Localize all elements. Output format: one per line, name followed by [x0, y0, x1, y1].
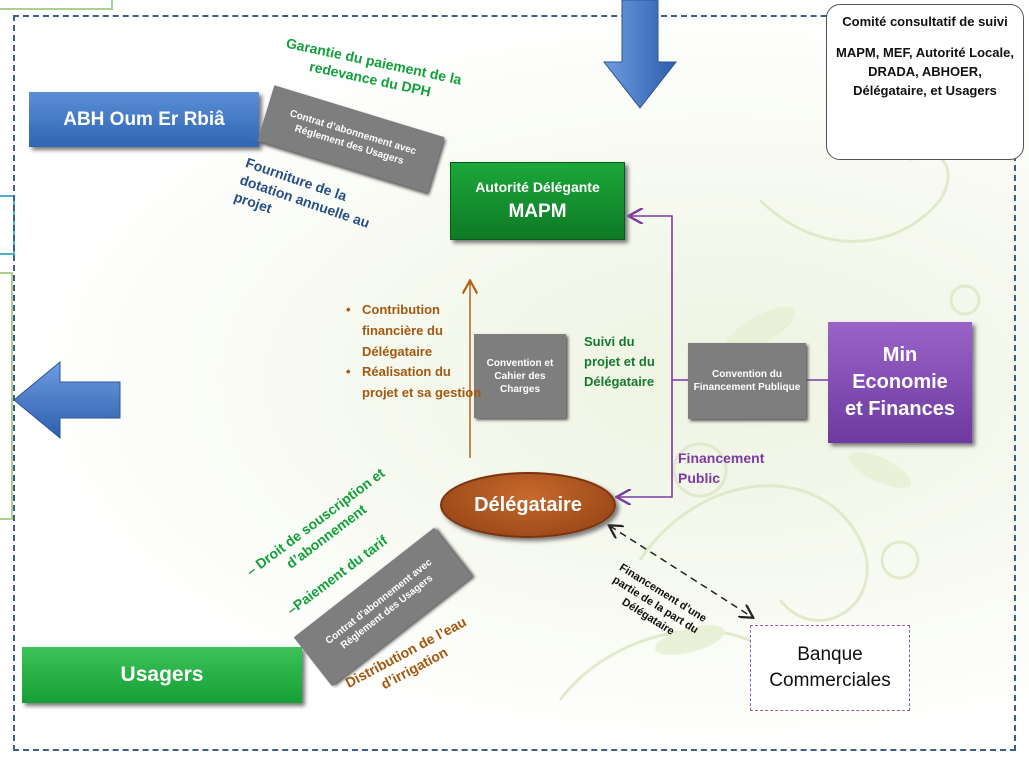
committee-title: Comité consultatif de suivi — [842, 14, 1008, 29]
abh-label: ABH Oum Er Rbiâ — [63, 108, 225, 130]
financement-public-label: Financement Public — [678, 450, 765, 487]
convention-cahier-text: Convention et Cahier des Charges — [486, 357, 554, 395]
banque-node: Banque Commerciales — [750, 625, 910, 711]
down-arrow-icon — [602, 0, 678, 109]
committee-members: MAPM, MEF, Autorité Locale, DRADA, ABHOE… — [836, 44, 1014, 98]
delegataire-label: Délégataire — [474, 493, 582, 516]
edge-frame-left-large — [0, 272, 13, 520]
main-dashed-frame — [13, 15, 1016, 751]
suivi-label: Suivi du projet et du Délégataire — [584, 334, 655, 390]
authority-name: MAPM — [508, 201, 567, 222]
arrow-mineco-to-delegataire — [618, 380, 673, 497]
authority-title: Autorité Délégante — [475, 179, 600, 195]
edge-frame-top-left — [0, 0, 113, 10]
bullet-contribution: • Contribution financière du Délégataire — [346, 302, 443, 359]
min-eco-line1: Min — [882, 344, 918, 366]
left-arrow-icon — [13, 360, 121, 440]
arrow-banque-delegataire — [610, 526, 752, 617]
bullet-realisation: • Réalisation du projet et sa gestion — [346, 364, 482, 401]
min-eco-line2: Economie — [852, 371, 948, 393]
convention-financement-text: Convention du Financement Publique — [693, 369, 801, 393]
authority-node: Autorité Délégante MAPM — [450, 162, 625, 240]
min-economie-node: Min Economie et Finances — [828, 322, 972, 443]
banque-line2: Commerciales — [769, 670, 891, 691]
convention-cahier-document: Convention et Cahier des Charges — [474, 334, 566, 418]
abh-node: ABH Oum Er Rbiâ — [29, 92, 259, 147]
usagers-node: Usagers — [22, 647, 302, 703]
delegataire-node: Délégataire — [440, 472, 616, 538]
convention-financement-document: Convention du Financement Publique — [688, 343, 806, 419]
min-eco-line3: et Finances — [844, 398, 956, 420]
committee-box: Comité consultatif de suivi MAPM, MEF, A… — [826, 4, 1024, 160]
usagers-label: Usagers — [120, 663, 204, 686]
delegataire-bullets: • Contribution financière du Délégataire… — [344, 300, 484, 404]
banque-line1: Banque — [797, 644, 863, 666]
